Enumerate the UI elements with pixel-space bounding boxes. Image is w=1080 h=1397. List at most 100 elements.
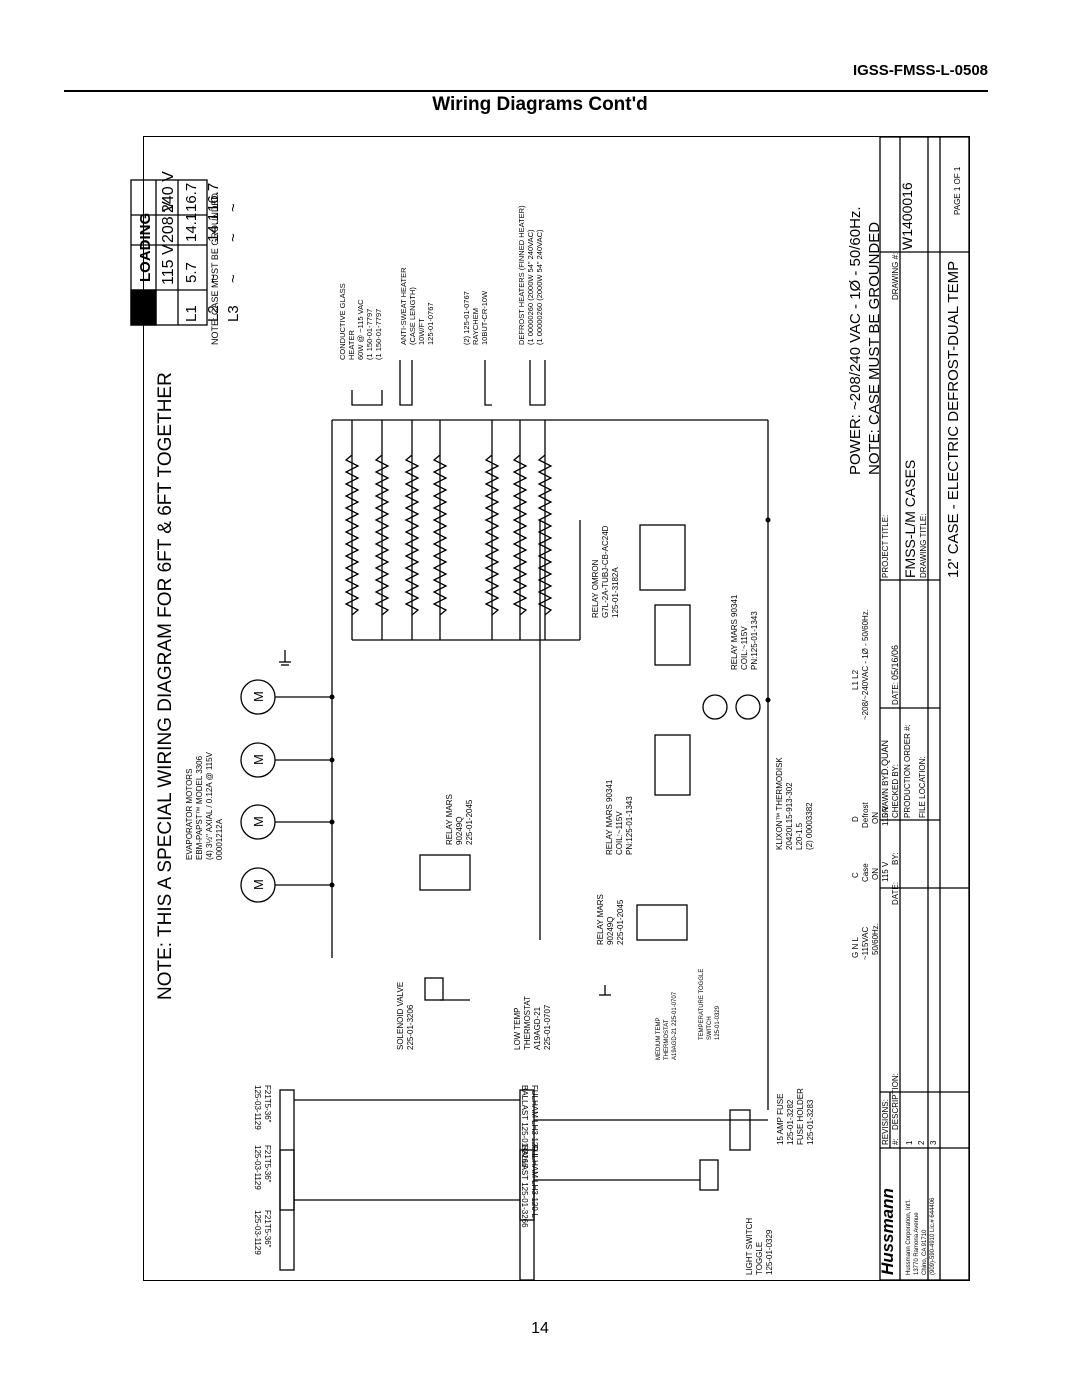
heater-label: (CASE LENGTH) xyxy=(408,287,417,345)
fuse-label: FUSE HOLDER xyxy=(796,1088,805,1145)
ground-note: NOTE: CASE MUST BE GROUNDED xyxy=(866,222,883,475)
file-location-label: FILE LOCATION: xyxy=(918,756,927,818)
klixon-label: (2) 00003382 xyxy=(805,802,814,850)
page-number: 14 xyxy=(531,1320,549,1337)
loading-cell: 14.1 xyxy=(205,213,222,242)
lamp-label: 125-03-1129 xyxy=(253,1210,262,1255)
light-switch-symbol xyxy=(699,1159,719,1191)
fuse-label: 125-01-3283 xyxy=(806,1099,815,1145)
thermostat-label: THERMOSTAT xyxy=(523,996,532,1050)
terminal-c: C xyxy=(851,872,860,878)
klixon-label: L20-1.5 xyxy=(795,822,804,850)
thermostat-label: 225-01-0707 xyxy=(543,1004,552,1050)
terminal-d: Defrost xyxy=(861,801,870,828)
relay-label: COIL:~115V xyxy=(740,626,749,670)
thermostat-label: LOW TEMP xyxy=(513,1007,522,1050)
ballast-2 xyxy=(519,1149,535,1281)
company-address: Hussmann Corporation, Int'l. xyxy=(906,1199,912,1275)
terminal-gnl: ~115VAC xyxy=(861,926,870,960)
relay-label: RELAY MARS 90341 xyxy=(730,594,739,670)
heater-label: CONDUCTIVE GLASS xyxy=(338,283,347,360)
revisions-label: REVISIONS: xyxy=(881,1099,890,1145)
relay-label: PN:125-01-1343 xyxy=(625,796,634,855)
light-switch-label: TOGGLE xyxy=(755,1242,764,1275)
drawing-title: 12' CASE - ELECTRIC DEFROST-DUAL TEMP xyxy=(945,261,962,578)
loading-cell: 16.7 xyxy=(205,183,222,212)
motor-m: M xyxy=(251,816,266,827)
terminal-d: D xyxy=(851,816,860,822)
power-note: POWER: ~208/240 VAC - 1Ø - 50/60Hz. xyxy=(847,206,864,475)
motors-label: EVAPORATOR MOTORS xyxy=(185,769,194,860)
heater-label: RAYCHEM xyxy=(471,308,480,345)
relay-90341-a-box xyxy=(654,734,691,796)
heater-label: (1 00000260 (2000W 54" 240VAC) xyxy=(535,229,544,345)
relay-label: 225-01-2045 xyxy=(465,799,474,845)
terminal-c: ON xyxy=(871,868,880,880)
loading-cell: ~ xyxy=(225,203,242,212)
solenoid-label: SOLENOID VALVE xyxy=(396,982,405,1050)
motors-label: EBM-PAPST™ MODEL 3306 xyxy=(195,755,204,860)
motor-m: M xyxy=(251,691,266,702)
solenoid-label: 225-01-3206 xyxy=(406,1004,415,1050)
heater-label: ANTI-SWEAT HEATER xyxy=(399,267,408,345)
heater-label: (2) 125-01-0767 xyxy=(462,291,471,345)
production-order-label: PRODUCTION ORDER #: xyxy=(903,724,912,818)
relay-label: RELAY MARS 90341 xyxy=(605,779,614,855)
relay-90341-b-box xyxy=(654,604,691,666)
loading-cell: 5.7 xyxy=(183,262,200,283)
loading-note: NOTE: CASE MUST BE GROUNDED xyxy=(210,193,220,345)
klixon-label: 20420L15-913-302 xyxy=(785,782,794,850)
relay-mars-2-box xyxy=(636,904,688,941)
rev-header: DATE: xyxy=(891,882,900,905)
lamp-label: F21T5-36" xyxy=(263,1085,272,1123)
terminal-c: 115 V xyxy=(881,861,890,882)
motors-label: 00001212A xyxy=(215,818,224,860)
project-title-label: PROJECT TITLE: xyxy=(881,515,890,578)
relay-omron-box xyxy=(639,524,686,591)
lamp-label: F21T5-36" xyxy=(263,1210,272,1248)
loading-title: LOADING xyxy=(137,213,154,282)
klixon-label: KLIXON™ THERMODISK xyxy=(775,757,784,850)
heater-label: (1 150-01-7797 xyxy=(365,309,374,360)
terminal-gnl: G N L xyxy=(851,937,860,958)
heater-label: 60W @ ~115 VAC xyxy=(356,299,365,360)
terminal-d: ON xyxy=(871,812,880,824)
relay-label: 225-01-2045 xyxy=(616,899,625,945)
terminal-d: 115 V xyxy=(881,805,890,826)
company-logo: Hussmann xyxy=(878,1188,897,1275)
motor-m: M xyxy=(251,754,266,765)
motor-m: M xyxy=(251,879,266,890)
relay-label: RELAY OMRON xyxy=(591,559,600,618)
terminal-c: Case xyxy=(861,863,870,882)
toggle-label: 125-01-0329 xyxy=(715,1005,721,1040)
loading-col-115: 115 V xyxy=(160,244,177,285)
rev-header: #: xyxy=(891,1138,900,1145)
heater-label: (1 150-01-7797 xyxy=(374,309,383,360)
heater-label: 10W/FT xyxy=(417,318,426,345)
lamp-label: 125-03-1129 xyxy=(253,1145,262,1190)
rev-number: 2 xyxy=(917,1140,926,1145)
loading-col-208: 208 V xyxy=(160,201,177,243)
project-title: FMSS-L/M CASES xyxy=(902,460,918,578)
date-label: DATE: xyxy=(891,682,900,705)
company-address: 13770 Ramona Avenue xyxy=(914,1212,920,1275)
terminal-l1l2: L1 L2 xyxy=(851,669,860,690)
drawing-number: W1400016 xyxy=(899,182,915,250)
loading-row-l1: L1 xyxy=(183,305,200,322)
toggle-label: SWITCH xyxy=(707,1016,713,1040)
company-address: Chino, CA 91710 xyxy=(922,1229,928,1275)
heater-label: 125-01-0767 xyxy=(426,302,435,345)
thermostat-label: A19AGD-21 225-01-0707 xyxy=(672,991,678,1060)
thermostat-label: A19AGD-21 xyxy=(533,1006,542,1050)
loading-col-240: 240 V xyxy=(160,171,177,213)
checked-by-label: CHECKED BY: xyxy=(891,764,900,818)
thermostat-label: MEDIUM TEMP xyxy=(656,1017,662,1060)
lamp-label: 125-03-1129 xyxy=(253,1085,262,1130)
relay-label: 125-01-3182A xyxy=(611,567,620,618)
loading-cell: ~ xyxy=(205,274,222,283)
motors-label: (4) 3½" AXIAL / 0.12A @ 115V xyxy=(205,751,214,860)
relay-label: RELAY MARS xyxy=(445,794,454,845)
ground-symbol xyxy=(279,650,611,996)
fuse-holder-symbol xyxy=(729,1109,751,1151)
